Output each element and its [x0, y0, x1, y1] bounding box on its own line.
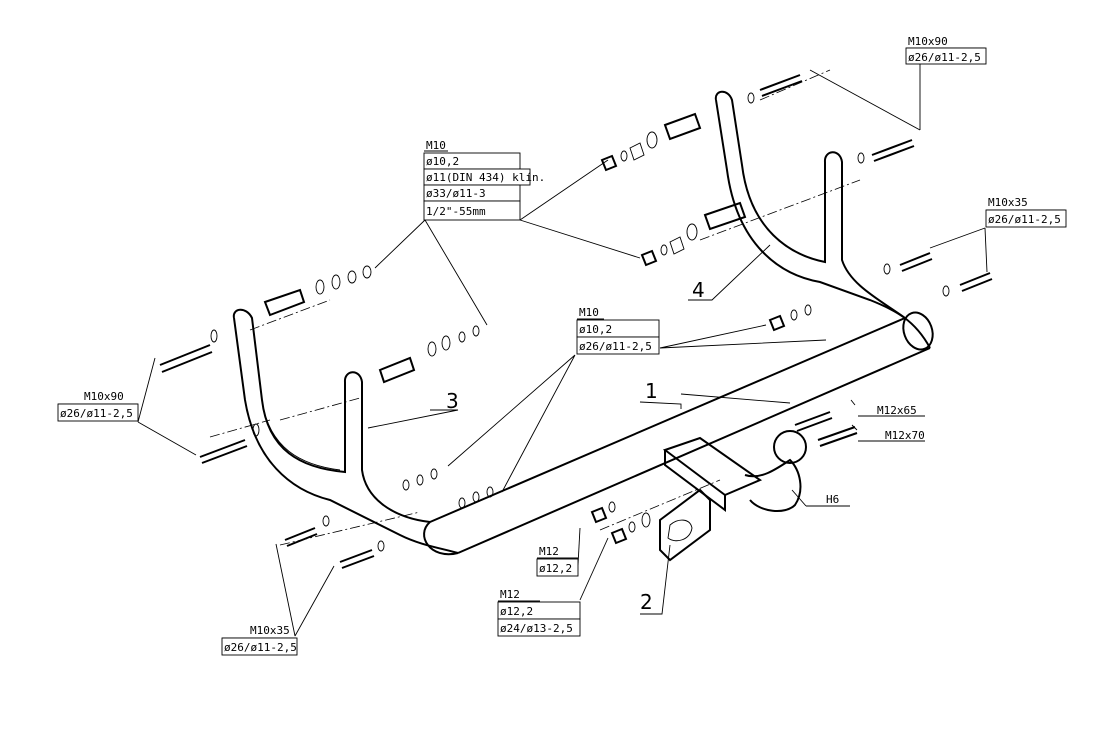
leader-lines [137, 62, 988, 637]
callout-m12-washer: M12 ø12,2 ø24/ø13-2,5 [497, 588, 581, 637]
callout-right-bolt: M10x35 ø26/ø11-2,5 [985, 196, 1067, 228]
label-m10x90-top: M10x90 [908, 35, 948, 48]
part-number-2: 2 [640, 590, 653, 614]
ball-mount [659, 430, 807, 562]
label-m12x70: M12x70 [885, 429, 925, 442]
label-m12-b: M12 [500, 588, 520, 601]
label-nut-top: ø10,2 [426, 155, 459, 168]
right-bracket [714, 90, 931, 349]
center-lines [209, 69, 861, 546]
part-number-3: 3 [446, 389, 459, 413]
part-number-4: 4 [692, 278, 705, 302]
label-washer-right: ø26/ø11-2,5 [988, 213, 1061, 226]
part-numbers: 1 2 3 4 [446, 278, 705, 614]
callout-top-right-bolt: M10x90 ø26/ø11-2,5 [905, 35, 987, 65]
fasteners [159, 74, 993, 569]
label-nut-center: ø10,2 [579, 323, 612, 336]
label-m12x65: M12x65 [877, 404, 917, 417]
label-m10-top: M10 [426, 139, 446, 152]
crossbar-tube [423, 311, 934, 556]
label-m12-a: M12 [539, 545, 559, 558]
label-washer-bottom-left: ø26/ø11-2,5 [224, 641, 297, 654]
callout-bottom-left-bolt: M10x35 ø26/ø11-2,5 [221, 624, 298, 656]
callout-left-bolt: M10x90 ø26/ø11-2,5 [57, 390, 139, 422]
label-m12-washer: ø24/ø13-2,5 [500, 622, 573, 635]
callout-m12-bolts: M12x65 M12x70 [858, 404, 925, 442]
label-h6: H6 [826, 493, 839, 506]
callout-top-left-stack: M10 ø10,2 ø11(DIN 434) klín. ø33/ø11-3 1… [423, 139, 545, 221]
label-m10x35-left: M10x35 [250, 624, 290, 637]
callout-h6: H6 [806, 493, 850, 507]
label-m10x90-left: M10x90 [84, 390, 124, 403]
label-m12-nut-b: ø12,2 [500, 605, 533, 618]
part-number-1: 1 [645, 379, 658, 403]
label-washer-top-right: ø26/ø11-2,5 [908, 51, 981, 64]
label-washer-33: ø33/ø11-3 [426, 187, 486, 200]
callout-m12-nut: M12 ø12,2 [536, 545, 579, 577]
left-bracket [232, 308, 459, 554]
label-m10x35-right: M10x35 [988, 196, 1028, 209]
label-m10-center: M10 [579, 306, 599, 319]
label-din434: ø11(DIN 434) klín. [426, 171, 545, 184]
label-washer-center: ø26/ø11-2,5 [579, 340, 652, 353]
callout-center: M10 ø10,2 ø26/ø11-2,5 [576, 306, 660, 355]
label-m12-nut-a: ø12,2 [539, 562, 572, 575]
label-washer-left: ø26/ø11-2,5 [60, 407, 133, 420]
label-spacer: 1/2"-55mm [426, 205, 486, 218]
